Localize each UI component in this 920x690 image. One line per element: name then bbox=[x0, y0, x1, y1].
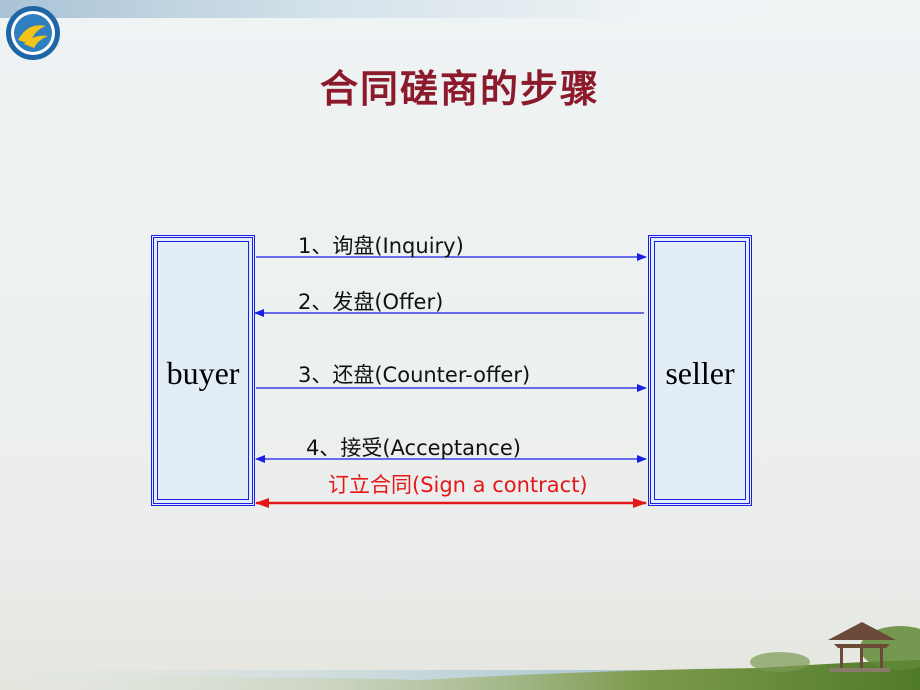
step-inquiry-label: 1、询盘(Inquiry) bbox=[298, 234, 464, 258]
seller-label: seller bbox=[665, 355, 735, 391]
buyer-label: buyer bbox=[166, 355, 240, 391]
step-contract-label: 订立合同(Sign a contract) bbox=[328, 473, 588, 497]
university-logo-icon bbox=[6, 6, 60, 60]
buyer-box: buyer bbox=[151, 235, 255, 506]
header-band bbox=[0, 0, 920, 18]
page-title: 合同磋商的步骤 bbox=[319, 67, 600, 111]
pavilion-landscape-icon bbox=[0, 622, 920, 690]
step-acceptance-label: 4、接受(Acceptance) bbox=[306, 436, 521, 460]
step-counter-offer-label: 3、还盘(Counter-offer) bbox=[298, 363, 531, 387]
seller-box: seller bbox=[648, 235, 752, 506]
step-offer-label: 2、发盘(Offer) bbox=[298, 290, 444, 314]
